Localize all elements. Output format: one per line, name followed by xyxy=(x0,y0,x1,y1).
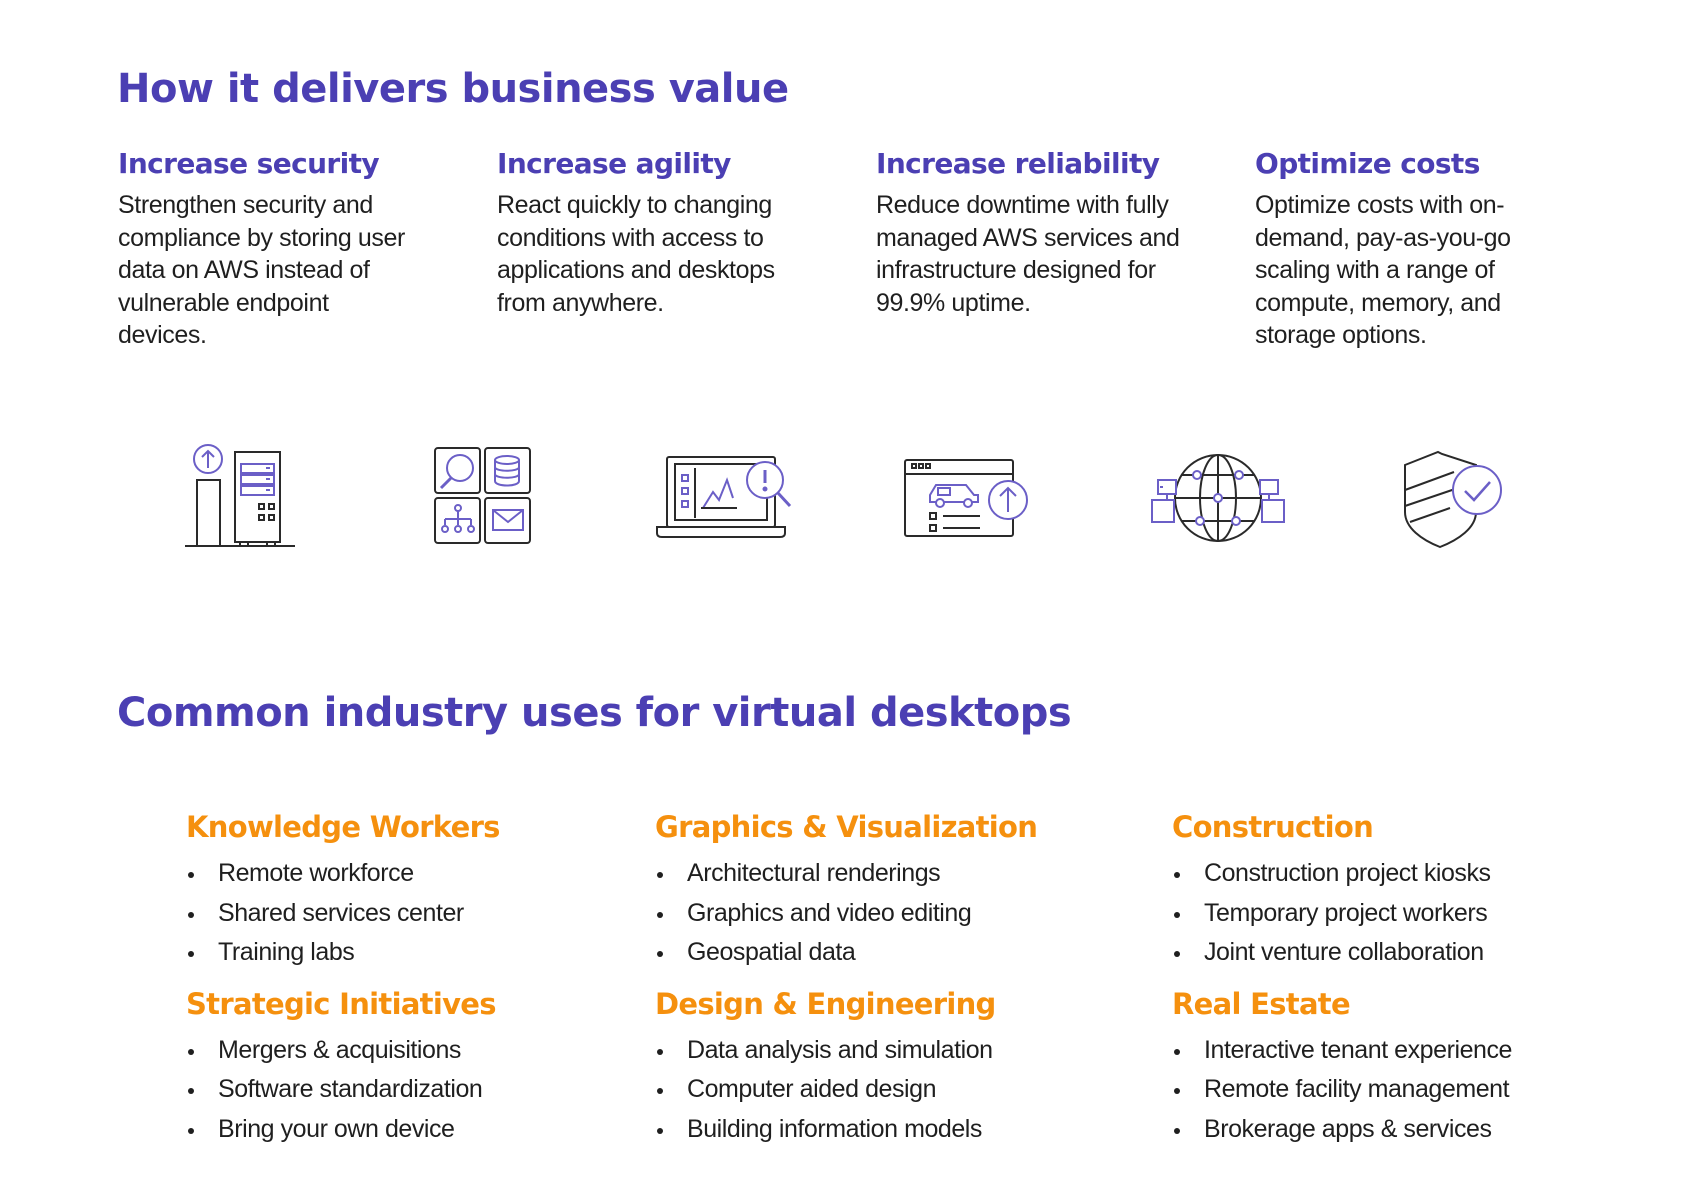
value-column-agility: Increase agility React quickly to changi… xyxy=(497,147,827,319)
list-item: Temporary project workers xyxy=(1172,894,1512,934)
list-item: Remote workforce xyxy=(186,854,500,894)
list-item: Architectural renderings xyxy=(655,854,1037,894)
use-list: Interactive tenant experience Remote fac… xyxy=(1172,1031,1512,1150)
value-title: Increase security xyxy=(118,147,380,180)
list-item: Construction project kiosks xyxy=(1172,854,1512,894)
use-list: Data analysis and simulation Computer ai… xyxy=(655,1031,1037,1150)
list-item: Brokerage apps & services xyxy=(1172,1110,1512,1150)
value-column-security: Increase security Strengthen security an… xyxy=(118,147,448,352)
list-item: Building information models xyxy=(655,1110,1037,1150)
use-list: Mergers & acquisitions Software standard… xyxy=(186,1031,500,1150)
use-group-title: Knowledge Workers xyxy=(186,810,500,844)
list-item: Graphics and video editing xyxy=(655,894,1037,934)
list-item: Mergers & acquisitions xyxy=(186,1031,500,1071)
value-column-costs: Optimize costs Optimize costs with on-de… xyxy=(1255,147,1585,352)
value-title: Increase reliability xyxy=(876,147,1160,180)
list-item: Joint venture collaboration xyxy=(1172,933,1512,973)
uses-column-2: Graphics & Visualization Architectural r… xyxy=(655,808,1038,1161)
uses-heading: Common industry uses for virtual desktop… xyxy=(117,690,1072,736)
value-column-reliability: Increase reliability Reduce downtime wit… xyxy=(876,147,1206,319)
use-group-title: Strategic Initiatives xyxy=(186,986,497,1021)
value-title: Optimize costs xyxy=(1255,147,1480,180)
use-group-title: Real Estate xyxy=(1172,986,1351,1021)
use-group-title: Graphics & Visualization xyxy=(655,810,1038,844)
use-group-title: Design & Engineering xyxy=(655,986,996,1021)
list-item: Computer aided design xyxy=(655,1070,1037,1110)
use-list: Remote workforce Shared services center … xyxy=(186,854,500,973)
list-item: Interactive tenant experience xyxy=(1172,1031,1512,1071)
list-item: Data analysis and simulation xyxy=(655,1031,1037,1071)
list-item: Remote facility management xyxy=(1172,1070,1512,1110)
list-item: Training labs xyxy=(186,933,500,973)
uses-column-1: Knowledge Workers Remote workforce Share… xyxy=(186,808,500,1161)
value-body: Optimize costs with on-demand, pay-as-yo… xyxy=(1255,191,1511,349)
use-list: Construction project kiosks Temporary pr… xyxy=(1172,854,1512,973)
app-grid-icon xyxy=(425,440,565,555)
browser-vehicle-upload-icon xyxy=(900,440,1040,555)
shield-check-icon xyxy=(1390,440,1530,555)
value-body: Strengthen security and compliance by st… xyxy=(118,191,405,349)
list-item: Software standardization xyxy=(186,1070,500,1110)
global-network-icon xyxy=(1148,440,1288,555)
use-group-title: Construction xyxy=(1172,810,1374,844)
list-item: Geospatial data xyxy=(655,933,1037,973)
use-list: Architectural renderings Graphics and vi… xyxy=(655,854,1037,973)
uses-column-3: Construction Construction project kiosks… xyxy=(1172,808,1512,1161)
value-body: React quickly to changing conditions wit… xyxy=(497,191,775,317)
value-body: Reduce downtime with fully managed AWS s… xyxy=(876,191,1180,317)
value-heading: How it delivers business value xyxy=(117,66,789,112)
list-item: Shared services center xyxy=(186,894,500,934)
value-title: Increase agility xyxy=(497,147,731,180)
list-item: Bring your own device xyxy=(186,1110,500,1150)
laptop-analytics-alert-icon xyxy=(655,440,795,555)
server-upload-icon xyxy=(180,440,320,555)
